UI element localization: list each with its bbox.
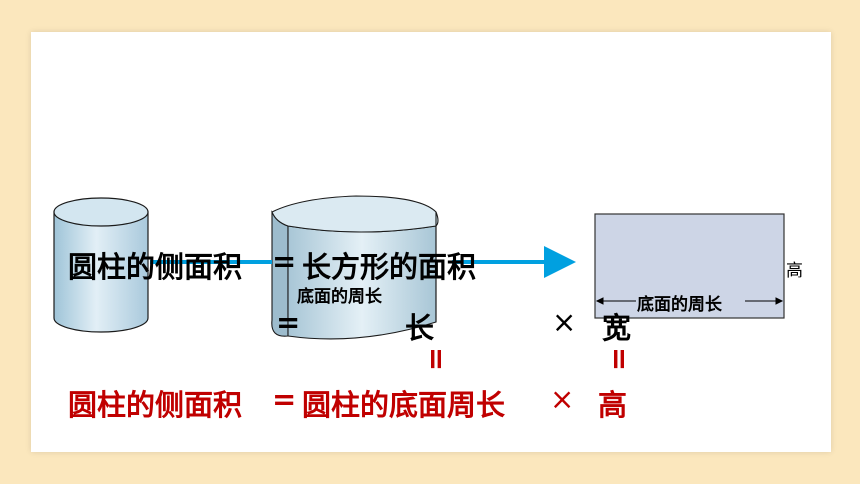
- rect-height-label: 高: [786, 261, 803, 281]
- unrolling-surface-shape: [271, 195, 439, 340]
- result-height-text: 高: [598, 388, 628, 422]
- width-text: 宽: [602, 311, 632, 345]
- result-times: ×: [550, 382, 575, 416]
- cylinder-shape: [53, 197, 149, 333]
- row2-equals: =: [276, 305, 301, 339]
- row1-equals: =: [272, 244, 297, 278]
- length-text: 长: [405, 311, 435, 345]
- cylinder-lateral-area-text: 圆柱的侧面积: [68, 250, 243, 284]
- connector-equals-right: =: [603, 346, 638, 372]
- result-base-circumference-text: 圆柱的底面周长: [302, 388, 506, 422]
- result-lateral-area-text: 圆柱的侧面积: [68, 388, 243, 422]
- rect-base-arrow: [595, 297, 784, 305]
- row2-times: ×: [552, 305, 577, 339]
- rect-base-label: 底面的周长: [637, 295, 722, 315]
- rectangle-area-text: 长方形的面积: [302, 250, 477, 284]
- curved-base-label: 底面的周长: [297, 287, 382, 307]
- result-equals: =: [272, 382, 297, 416]
- connector-equals-left: =: [420, 346, 455, 372]
